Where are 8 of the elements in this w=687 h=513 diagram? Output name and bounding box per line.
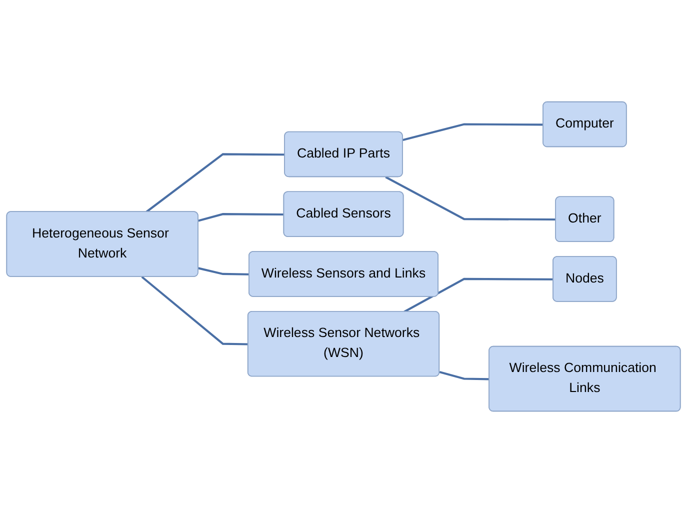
- connector: [439, 370, 490, 380]
- connector: [385, 176, 556, 221]
- connector: [404, 278, 554, 313]
- connector: [198, 267, 250, 276]
- connector: [146, 153, 285, 213]
- connector: [198, 213, 284, 222]
- connector: [141, 276, 248, 346]
- connector: [402, 123, 544, 141]
